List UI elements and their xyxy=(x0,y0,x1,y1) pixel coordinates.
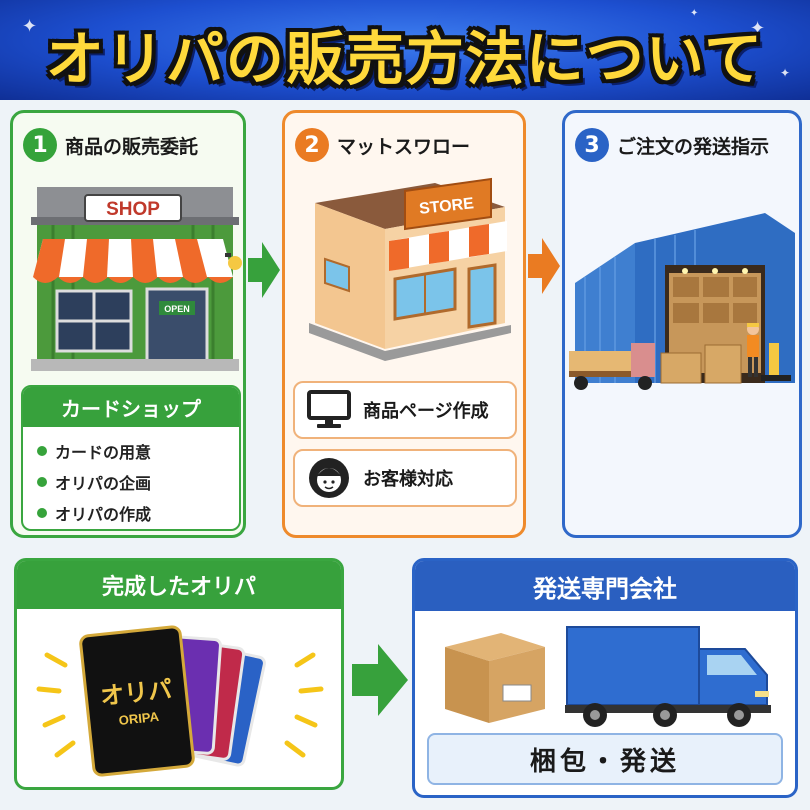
shipping-company-box: 発送専門会社 梱包・発送 xyxy=(412,558,798,798)
step-card-shipping-order: 3 ご注文の発送指示 xyxy=(562,110,802,538)
step-title: ご注文の発送指示 xyxy=(617,135,770,158)
completed-oripa-box: 完成したオリパ オリパ ORIPA xyxy=(14,558,344,790)
step-number: 2 xyxy=(295,128,329,162)
monitor-icon xyxy=(307,390,351,428)
shop-illustration: SHOP OPEN xyxy=(31,187,242,371)
store-sign: STORE xyxy=(418,195,475,218)
open-sign: OPEN xyxy=(164,304,190,314)
feature-customer-support: お客様対応 xyxy=(293,449,517,507)
warehouse-illustration xyxy=(569,213,795,390)
completed-oripa-title: 完成したオリパ xyxy=(17,561,341,609)
feature-label: 商品ページ作成 xyxy=(363,401,489,422)
pack-and-ship-label: 梱包・発送 xyxy=(427,733,783,785)
list-item-label: オリパの企画 xyxy=(55,473,152,493)
feature-label: お客様対応 xyxy=(363,469,453,490)
step-number: 3 xyxy=(575,128,609,162)
truck-and-box-illustration xyxy=(445,626,771,727)
list-item-label: カードの用意 xyxy=(55,442,152,462)
step-card-shop: 1 商品の販売委託 SHOP OPEN xyxy=(10,110,246,538)
step-header: 3 ご注文の発送指示 xyxy=(575,127,793,163)
shop-role-box: カードショップ カードの用意 オリパの企画 オリパの作成 xyxy=(21,385,241,531)
arrow-right-icon xyxy=(528,238,560,294)
store-illustration: STORE xyxy=(309,177,511,361)
headset-operator-icon xyxy=(309,458,349,498)
shop-role-title: カードショップ xyxy=(23,387,239,427)
arrow-right-icon xyxy=(352,644,408,716)
step-number: 1 xyxy=(23,128,57,162)
step-header: 2 マットスワロー xyxy=(295,127,517,163)
list-item-label: オリパの作成 xyxy=(55,504,152,524)
step-card-mattswallow: 2 マットスワロー STORE 商 xyxy=(282,110,526,538)
shop-role-list: カードの用意 オリパの企画 オリパの作成 xyxy=(23,427,239,528)
shipping-company-title: 発送専門会社 xyxy=(415,561,795,611)
sparkle-icon: ✦ xyxy=(780,66,791,80)
arrow-right-icon xyxy=(248,242,280,298)
list-item: オリパの作成 xyxy=(37,497,239,528)
oripa-cards-illustration: オリパ ORIPA xyxy=(36,625,324,777)
sparkle-icon: ✦ xyxy=(690,8,699,19)
step-title: 商品の販売委託 xyxy=(65,135,199,158)
feature-product-page: 商品ページ作成 xyxy=(293,381,517,439)
sparkle-icon: ✦ xyxy=(60,62,71,76)
list-item: オリパの企画 xyxy=(37,466,239,497)
bullet-icon xyxy=(37,476,47,487)
bullet-icon xyxy=(37,507,47,518)
page-title: オリパの販売方法について xyxy=(45,25,765,93)
sparkle-icon: ✦ xyxy=(22,16,38,37)
header-banner: ✦ ✦ ✦ ✦ ✦ オリパの販売方法について xyxy=(0,0,810,100)
step-title: マットスワロー xyxy=(337,135,471,158)
shop-sign: SHOP xyxy=(106,199,160,220)
bullet-icon xyxy=(37,445,47,456)
sparkle-icon: ✦ xyxy=(750,18,766,39)
list-item: カードの用意 xyxy=(37,435,239,466)
oripa-card-sub: ORIPA xyxy=(118,709,160,728)
step-header: 1 商品の販売委託 xyxy=(23,127,237,163)
